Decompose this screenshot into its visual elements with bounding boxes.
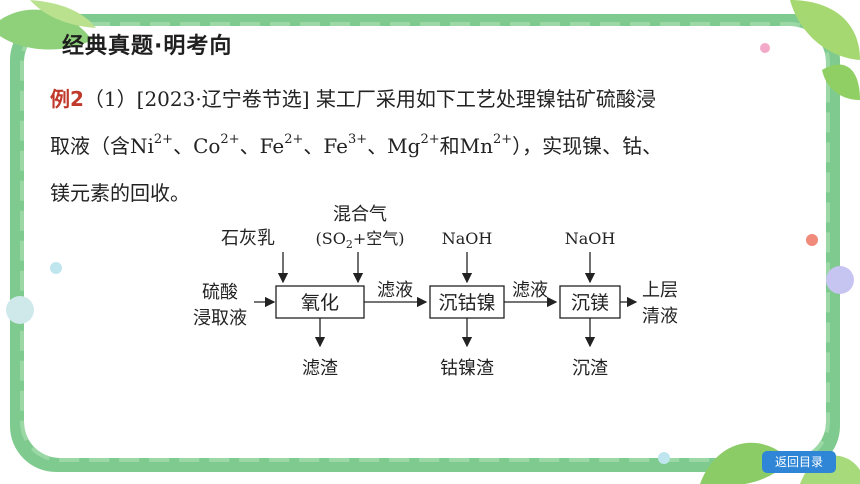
problem-text: 例2（1）[2023·辽宁卷节选] 某工厂采用如下工艺处理镍钴矿硫酸浸 取液（含… [50, 76, 810, 217]
ion-mg: 、Mg [367, 134, 421, 158]
reagent-lime-milk: 石灰乳 [221, 228, 275, 249]
output-precipitate: 沉渣 [572, 358, 608, 379]
arrow-filtrate-2-label: 滤液 [512, 280, 548, 301]
problem-line-1: 例2（1）[2023·辽宁卷节选] 某工厂采用如下工艺处理镍钴矿硫酸浸 [50, 76, 810, 123]
leaf-right [822, 64, 860, 100]
example-label: 例2 [50, 87, 84, 111]
output-residue: 滤渣 [302, 358, 338, 379]
reagent-naoh-2: NaOH [565, 229, 616, 248]
ion-mn-charge: 2+ [493, 132, 513, 148]
ion-ni: 取液（含Ni [50, 134, 154, 158]
bubble-blue-2 [658, 452, 670, 464]
reagent-gas-formula: (SO2+空气) [316, 229, 405, 251]
bubble-blue [50, 262, 62, 274]
box-mg-precip [559, 285, 621, 319]
ion-fe3-charge: 3+ [348, 132, 368, 148]
bubble-purple [826, 266, 854, 294]
back-to-contents-button[interactable]: 返回目录 [762, 451, 836, 473]
problem-line-2-end: ），实现镍、钴、 [512, 134, 663, 158]
section-heading: 经典真题·明考向 [62, 34, 233, 59]
ion-fe3: 、Fe [303, 134, 349, 158]
problem-line-1-text: （1）[2023·辽宁卷节选] 某工厂采用如下工艺处理镍钴矿硫酸浸 [83, 87, 656, 111]
ion-fe2-charge: 2+ [284, 132, 304, 148]
box-mg-precip-label: 沉镁 [571, 292, 609, 314]
bubble-red [806, 234, 818, 246]
output-co-ni-residue: 钴镍渣 [440, 358, 494, 379]
box-co-ni-precip-label: 沉钴镍 [438, 292, 495, 314]
frame-panel [24, 26, 826, 458]
frame-dashes [20, 22, 830, 462]
leaf-top-left-2 [30, 0, 96, 28]
ion-ni-charge: 2+ [153, 132, 174, 148]
bubble-pink [760, 43, 770, 53]
input-label-2: 浸取液 [193, 308, 247, 329]
leaf-top-right [790, 0, 860, 60]
ion-fe2: 、Fe [239, 134, 285, 158]
input-label-1: 硫酸 [202, 282, 238, 303]
problem-line-2: 取液（含Ni2+、Co2+、Fe2+、Fe3+、Mg2+和Mn2+），实现镍、钴… [50, 123, 810, 170]
problem-line-3: 镁元素的回收。 [50, 181, 190, 205]
final-output-1: 上层 [642, 280, 678, 301]
process-flowchart: 石灰乳 混合气 (SO2+空气) NaOH NaOH 硫酸 浸取液 氧化 滤液 … [193, 204, 678, 379]
arrow-filtrate-1-label: 滤液 [377, 280, 413, 301]
reagent-gas-label: 混合气 [333, 204, 387, 225]
box-oxidation-label: 氧化 [301, 292, 339, 314]
ion-mg-charge: 2+ [420, 132, 440, 148]
box-oxidation [275, 285, 365, 319]
final-output-2: 清液 [642, 306, 678, 327]
reagent-naoh-1: NaOH [442, 229, 493, 248]
ion-mn: 和Mn [439, 134, 493, 158]
bubble-cyan [6, 296, 34, 324]
ion-co: 、Co [173, 134, 221, 158]
ion-co-charge: 2+ [220, 132, 240, 148]
